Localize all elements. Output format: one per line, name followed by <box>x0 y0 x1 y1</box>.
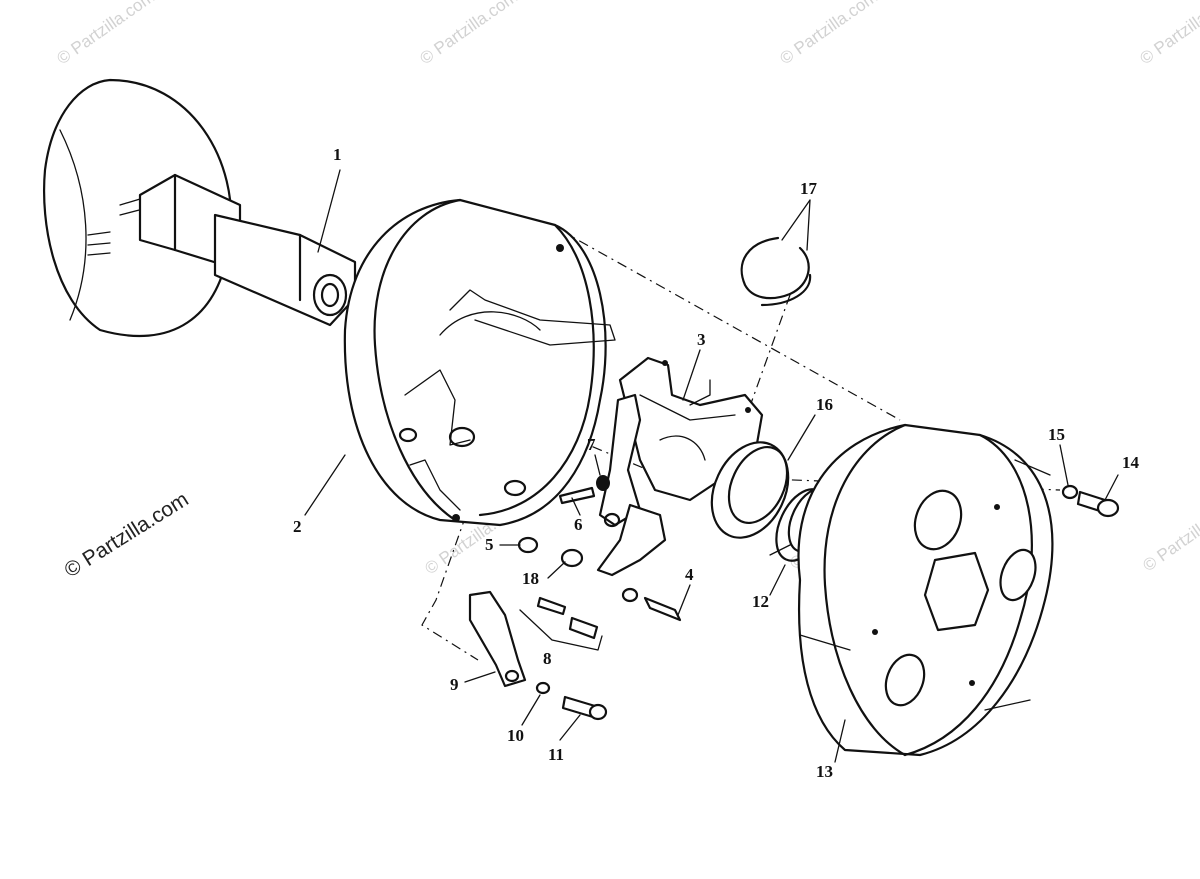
callout-4: 4 <box>685 565 694 584</box>
callout-9: 9 <box>450 675 459 694</box>
callout-13: 13 <box>816 762 833 781</box>
callout-11: 11 <box>548 745 564 764</box>
clutch-housing <box>343 198 616 527</box>
watermark-faint: © Partzilla.com <box>53 0 158 68</box>
watermark-faint: © Partzilla.com <box>776 0 881 68</box>
clutch-drum <box>797 423 1054 757</box>
watermark-primary: © Partzilla.com <box>60 488 192 582</box>
callout-15: 15 <box>1048 425 1065 444</box>
snap-rings <box>740 236 812 307</box>
callout-2: 2 <box>293 517 302 536</box>
callout-7: 7 <box>587 435 596 454</box>
callout-17: 17 <box>800 179 818 198</box>
callout-10: 10 <box>507 726 524 745</box>
callout-18: 18 <box>522 569 539 588</box>
ring-bushing <box>710 441 790 539</box>
callout-1: 1 <box>333 145 342 164</box>
callout-5: 5 <box>485 535 494 554</box>
callout-12: 12 <box>752 592 769 611</box>
leader-lines <box>304 169 1119 763</box>
sheave-with-shaft <box>43 78 357 338</box>
callout-8: 8 <box>543 649 552 668</box>
watermark-faint: © Partzilla.com <box>1136 0 1200 68</box>
hardware <box>468 475 1120 721</box>
callout-14: 14 <box>1122 453 1140 472</box>
callout-3: 3 <box>697 330 706 349</box>
watermark-faint: © Partzilla.com <box>1139 494 1200 575</box>
callout-16: 16 <box>816 395 833 414</box>
watermark-faint: © Partzilla.com <box>416 0 521 68</box>
callout-6: 6 <box>574 515 583 534</box>
part-number-callouts: 1 2 3 4 5 6 7 8 9 10 11 12 13 14 15 16 1… <box>293 145 1140 781</box>
